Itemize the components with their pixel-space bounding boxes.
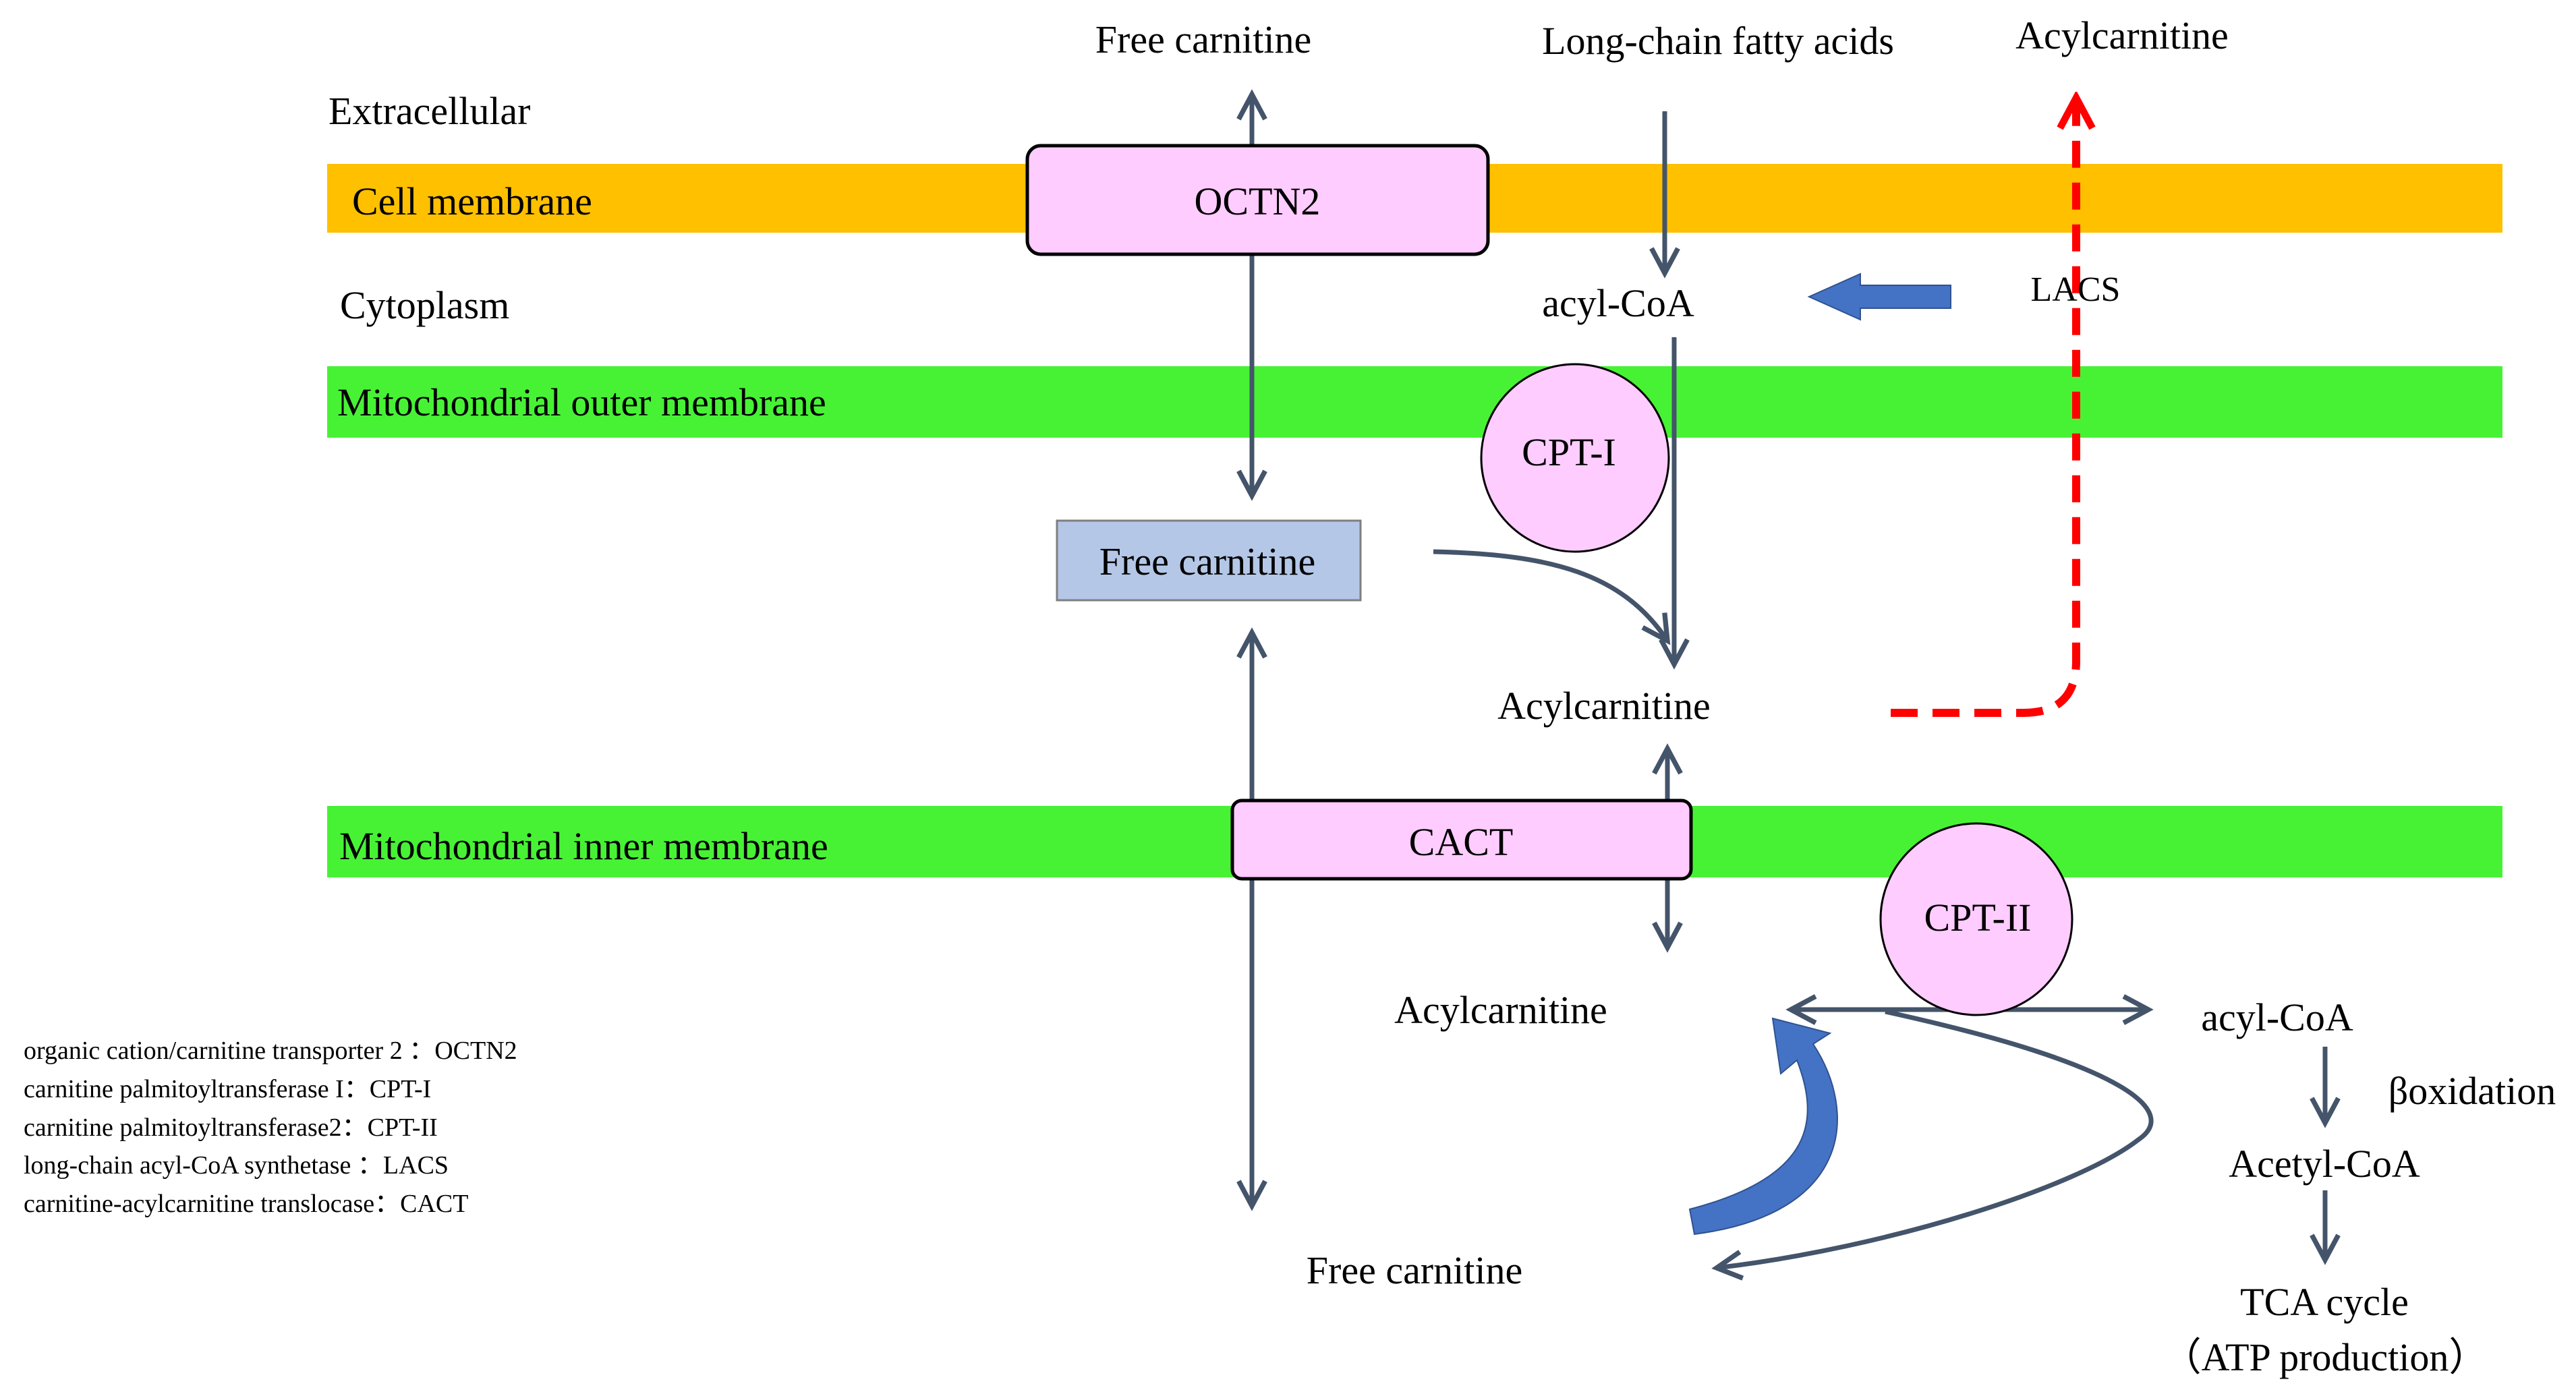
lacs-block-arrow	[1807, 272, 1951, 321]
cact-translocase	[1230, 799, 1693, 881]
beta-oxidation-label: βoxidation	[2388, 1069, 2556, 1113]
cpt1-enzyme	[1480, 363, 1670, 553]
octn2-label: OCTN2	[1195, 179, 1321, 223]
abbreviation-legend: organic cation/carnitine transporter 2 ：…	[24, 1037, 517, 1218]
carnitine-to-cpt1-curve	[1433, 549, 1667, 641]
free-carnitine-top-label: Free carnitine	[1095, 18, 1311, 61]
cpt2-label: CPT-II	[1924, 896, 2032, 939]
cell-membrane-label: Cell membrane	[352, 179, 592, 223]
acylcarnitine-export-arrow	[1891, 98, 2076, 717]
cpt2-enzyme	[1879, 822, 2073, 1016]
legend-item: carnitine palmitoyltransferase2：CPT-II	[24, 1113, 438, 1142]
cytoplasm-label: Cytoplasm	[340, 283, 509, 327]
carnitine-recycle-arrow	[1688, 1017, 1838, 1236]
free-carnitine-box-label: Free carnitine	[1099, 540, 1315, 583]
acylcarnitine-matrix-label: Acylcarnitine	[1394, 988, 1607, 1032]
tca-cycle-label: TCA cycle	[2240, 1280, 2409, 1324]
acyl-coa-matrix-label: acyl-CoA	[2201, 995, 2353, 1039]
inner-membrane-label: Mitochondrial inner membrane	[339, 824, 828, 868]
outer-membrane-label: Mitochondrial outer membrane	[337, 380, 826, 424]
acetyl-coa-label: Acetyl-CoA	[2229, 1142, 2420, 1186]
free-carnitine-box	[1056, 519, 1362, 602]
atp-production-label: （ATP production）	[2163, 1335, 2488, 1379]
long-chain-fatty-acids-label: Long-chain fatty acids	[1542, 19, 1894, 63]
legend-item: carnitine palmitoyltransferase I：CPT-I	[24, 1075, 431, 1103]
cpt1-label: CPT-I	[1522, 430, 1616, 474]
acylcarnitine-top-label: Acylcarnitine	[2015, 13, 2229, 57]
cact-label: CACT	[1409, 820, 1514, 864]
legend-item: long-chain acyl-CoA synthetase ：LACS	[24, 1151, 449, 1180]
free-carnitine-bottom-label: Free carnitine	[1307, 1248, 1522, 1292]
octn2-transporter	[1025, 144, 1490, 256]
mitochondrial-outer-membrane-band	[327, 366, 2502, 438]
extracellular-label: Extracellular	[328, 89, 531, 133]
legend-item: carnitine-acylcarnitine translocase：CACT	[24, 1190, 468, 1218]
lacs-label: LACS	[2031, 270, 2121, 309]
acylcarnitine-intermembrane-label: Acylcarnitine	[1497, 684, 1711, 728]
cpt2-carnitine-release-curve	[1717, 1009, 2154, 1268]
legend-item: organic cation/carnitine transporter 2 ：…	[24, 1037, 517, 1065]
acyl-coa-cytoplasm-label: acyl-CoA	[1542, 281, 1694, 325]
